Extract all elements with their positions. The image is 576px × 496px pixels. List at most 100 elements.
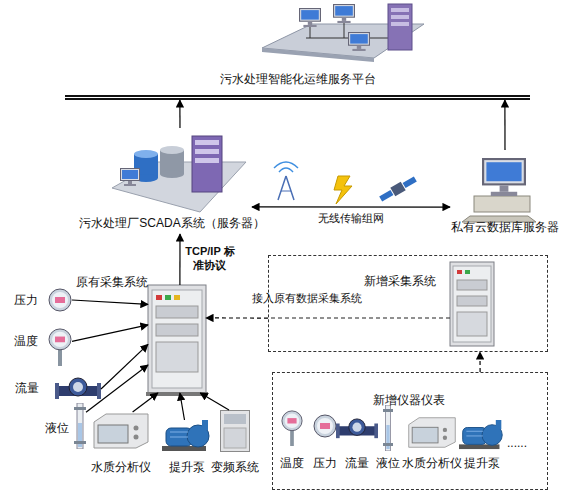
pressure-gauge	[49, 289, 71, 311]
instrument-node: 液位	[74, 403, 86, 449]
instrument-node: 压力	[313, 414, 337, 438]
instrument-node: 温度	[281, 410, 303, 446]
server-bay	[195, 158, 219, 163]
node-label: 液位	[42, 421, 72, 435]
connector-arrow	[72, 325, 148, 341]
node-label: 私有云数据库服务器	[445, 220, 565, 234]
vfd-cabinet	[221, 411, 250, 452]
server-bay	[391, 8, 409, 12]
dashed-lead	[268, 317, 450, 318]
workstation-icon	[121, 169, 140, 187]
node-label: 水质分析仪	[82, 460, 160, 474]
connector-arrow	[504, 100, 505, 150]
connector-arrow	[479, 352, 480, 372]
instrument-node: 液位	[383, 405, 393, 451]
indicator-lamp	[174, 295, 180, 300]
node-label: 水质分析仪	[397, 456, 467, 470]
connector-arrow	[179, 234, 180, 285]
instrument-node: 提升泵	[459, 420, 505, 450]
signal-wave	[274, 162, 298, 168]
signal-wave	[279, 168, 293, 172]
instrument-node: 变频系统	[220, 410, 250, 452]
server-tower	[388, 4, 412, 50]
lightning-icon	[334, 176, 352, 204]
indicator-lamp	[156, 295, 162, 300]
server-bay	[195, 140, 219, 145]
satellite-icon	[378, 175, 418, 204]
water-analyzer	[94, 414, 148, 448]
level-gauge	[74, 403, 86, 449]
satellite-panel	[379, 190, 393, 202]
network-wire	[310, 26, 311, 38]
instrument-node: 提升泵	[162, 420, 212, 452]
cabinet-door	[152, 290, 202, 388]
node-label: 流量	[337, 456, 377, 470]
database-top	[160, 146, 184, 154]
connector-arrow	[180, 393, 185, 420]
control-cabinet	[450, 262, 494, 346]
indicator-lamp	[457, 270, 462, 274]
connector-arrow	[86, 365, 148, 412]
edge-label: 接入原有数据采集系统	[252, 291, 362, 305]
instrument-node: 温度	[48, 328, 72, 366]
instrument-node: 水质分析仪	[407, 416, 457, 449]
node-label: 原有采集系统	[76, 275, 146, 289]
connector-arrow	[179, 100, 180, 128]
workstation-icon	[349, 33, 370, 51]
flow-meter	[55, 378, 101, 399]
breaker-row	[156, 306, 198, 318]
instrument-node: 流量	[336, 418, 378, 440]
group-box: 新增仪器仪表温度压力流量液位水质分析仪提升泵	[272, 372, 548, 490]
node-label: 污水处理智能化运维服务平台	[65, 72, 530, 86]
cabinet-door	[453, 266, 491, 342]
node-label: 流量	[10, 381, 44, 395]
pressure-gauge	[314, 415, 336, 437]
server-bay	[391, 22, 409, 26]
node-label: 变频系统	[206, 460, 264, 474]
satellite-panel	[403, 176, 417, 188]
antenna-leg	[278, 176, 286, 200]
server-bay	[391, 15, 409, 19]
connector-arrow	[72, 300, 148, 304]
network-wire	[344, 22, 345, 38]
terminal-block	[457, 312, 487, 336]
edge-label: TCP/IP 标准协议	[184, 244, 236, 272]
thermometer	[49, 329, 71, 366]
server-bay	[195, 149, 219, 154]
breaker-row	[457, 280, 487, 290]
node-label: 污水处理厂SCADA系统（服务器）	[77, 216, 267, 230]
node-label: 提升泵	[157, 460, 217, 474]
breaker-row	[156, 324, 198, 336]
database-bottom	[160, 170, 184, 178]
connector-arrow	[133, 393, 158, 412]
flow-meter	[336, 419, 378, 438]
water-analyzer	[409, 418, 456, 448]
indicator-lamp	[465, 270, 470, 274]
control-cabinet	[148, 285, 206, 393]
instrument-node: 水质分析仪	[92, 412, 150, 450]
thermometer	[282, 411, 302, 446]
server-node: 污水处理厂SCADA系统（服务器）	[92, 128, 252, 234]
workstation-icon	[334, 5, 355, 23]
indicator-lamp	[165, 295, 171, 300]
edge-label: 无线传输组网	[318, 211, 384, 225]
node-label: 温度	[272, 456, 312, 470]
database-top	[134, 150, 158, 158]
server-node: 私有云数据库服务器	[450, 150, 560, 234]
monitor-icon	[483, 159, 525, 196]
cabinet-plinth	[146, 392, 208, 396]
antenna-leg	[286, 176, 294, 200]
lift-pump	[459, 420, 502, 449]
connector-arrow	[101, 344, 148, 389]
node-label: 温度	[10, 334, 42, 348]
cabinet-node: 原有采集系统	[148, 285, 206, 393]
node-label: 压力	[10, 293, 42, 307]
server-tower	[192, 136, 222, 192]
breaker-row	[457, 296, 487, 306]
platform-band: 污水处理智能化运维服务平台	[65, 68, 530, 100]
connector-arrow	[200, 393, 229, 410]
workstation-icon	[300, 9, 321, 27]
antenna-brace	[281, 191, 291, 192]
node-label: 新增采集系统	[364, 274, 444, 288]
node-label: 提升泵	[452, 456, 512, 470]
